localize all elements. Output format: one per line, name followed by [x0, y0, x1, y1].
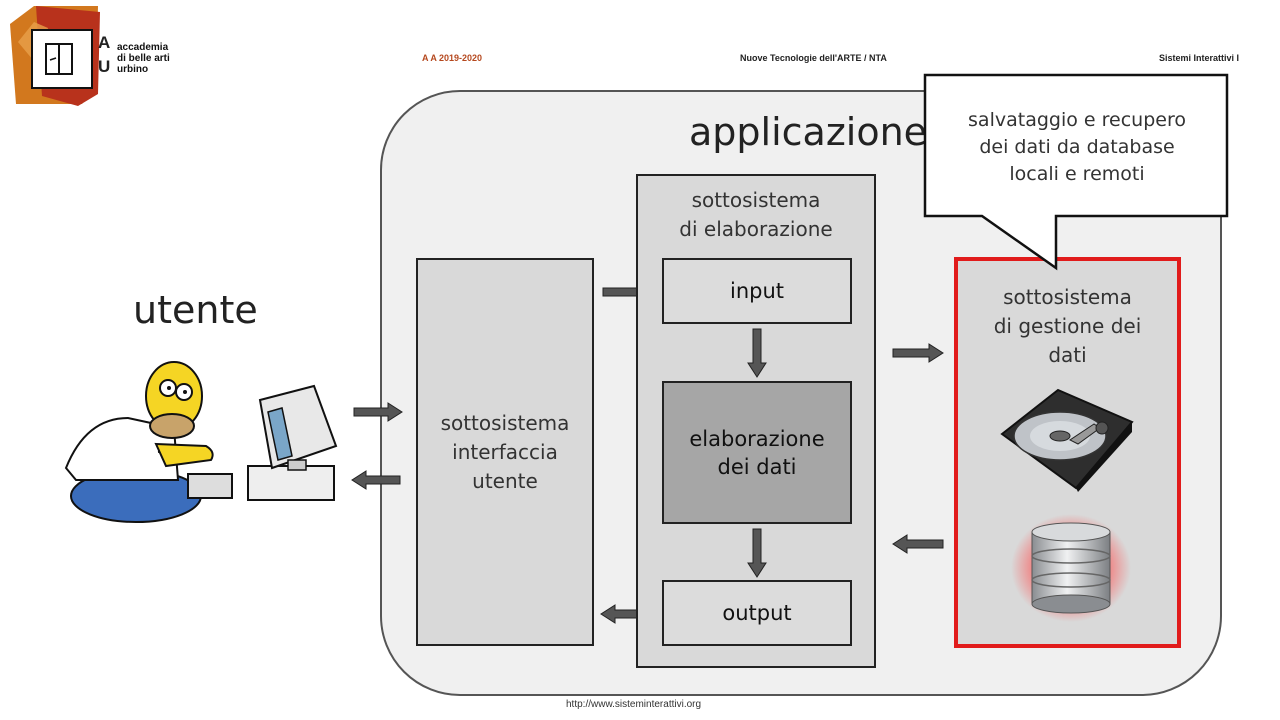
user-label: utente: [133, 288, 258, 332]
academic-year: A A 2019-2020: [422, 53, 483, 63]
application-title: applicazione: [689, 110, 928, 154]
logo-line-1: accademia: [117, 42, 169, 53]
arrow-data-to-processing: [892, 534, 944, 554]
hard-drive-icon: [1000, 388, 1134, 492]
callout-text: salvataggio e recupero dei dati da datab…: [968, 109, 1186, 185]
data-subsystem-label: sottosistema di gestione dei dati: [993, 285, 1142, 367]
output-label: output: [722, 601, 792, 625]
callout-bubble: [923, 73, 1229, 271]
arrow-right-user-to-ui: [353, 402, 403, 422]
course-title: Nuove Tecnologie dell'ARTE / NTA: [740, 53, 887, 63]
database-icon: [1011, 514, 1131, 622]
ui-subsystem-box: sottosistema interfaccia utente: [416, 258, 594, 646]
module-title: Sistemi Interattivi I: [1158, 53, 1239, 63]
input-label: input: [729, 279, 785, 303]
ui-subsystem-label: sottosistema interfaccia utente: [440, 410, 570, 493]
logo-graphic: [10, 6, 100, 106]
arrow-processing-to-output: [747, 528, 767, 578]
arrow-input-to-processing: [747, 328, 767, 378]
logo-letter-u: U: [98, 57, 111, 76]
data-processing-label: elaborazione dei dati: [689, 426, 825, 479]
arrow-left-ui-to-user: [351, 470, 401, 490]
data-processing-box: elaborazione dei dati: [662, 381, 852, 524]
hard-drive-image: [998, 388, 1134, 492]
logo-letter-a: A: [98, 33, 111, 52]
database-image: [1010, 512, 1132, 624]
logo-line-2: di belle arti: [117, 53, 170, 64]
logo-text: accademia di belle arti urbino: [117, 42, 170, 75]
logo-line-3: urbino: [117, 64, 149, 75]
academy-logo: A U accademia di belle arti urbino: [8, 6, 188, 108]
processing-subsystem-label: sottosistema di elaborazione: [679, 188, 833, 241]
input-box: input: [662, 258, 852, 324]
arrow-processing-to-data: [892, 343, 944, 363]
user-illustration: [56, 356, 346, 524]
user-at-computer-image: [64, 361, 338, 523]
footer-url[interactable]: http://www.sisteminterattivi.org: [566, 699, 702, 710]
output-box: output: [662, 580, 852, 646]
